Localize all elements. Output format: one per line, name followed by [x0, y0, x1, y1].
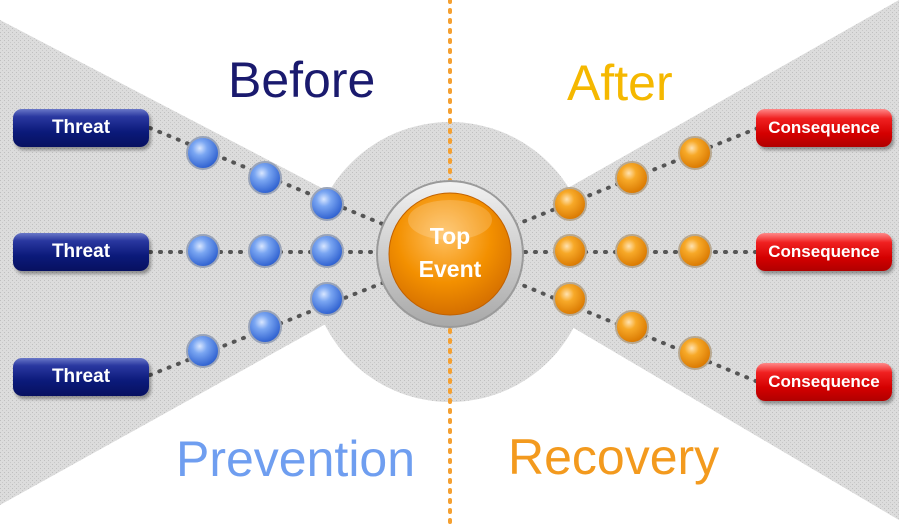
- prevention-barriers: [186, 136, 344, 368]
- threat-box-2: Threat: [13, 233, 149, 271]
- top-event-label-line1: Top: [429, 223, 471, 249]
- recovery-barriers: [553, 136, 712, 370]
- barrier-node: [248, 161, 282, 195]
- barrier-node: [310, 187, 344, 221]
- consequence-box-3: Consequence: [756, 363, 892, 401]
- barrier-node: [615, 234, 649, 268]
- recovery-heading: Recovery: [508, 429, 720, 485]
- after-heading: After: [567, 55, 673, 111]
- before-heading: Before: [228, 52, 376, 108]
- top-event-core: [388, 192, 512, 316]
- consequence-box-1: Consequence: [756, 109, 892, 147]
- barrier-node: [615, 310, 649, 344]
- barrier-node: [615, 161, 649, 195]
- barrier-node: [678, 336, 712, 370]
- barrier-node: [678, 136, 712, 170]
- barrier-node: [248, 234, 282, 268]
- top-event: [376, 180, 524, 328]
- barrier-node: [186, 136, 220, 170]
- barrier-node: [310, 282, 344, 316]
- barrier-node: [553, 282, 587, 316]
- threat-box-1: Threat: [13, 109, 149, 147]
- top-event-highlight: [408, 200, 492, 240]
- barrier-node: [186, 334, 220, 368]
- consequence-box-2: Consequence: [756, 233, 892, 271]
- barrier-node: [553, 187, 587, 221]
- barrier-node: [186, 234, 220, 268]
- barrier-node: [248, 310, 282, 344]
- barrier-node: [553, 234, 587, 268]
- barrier-node: [678, 234, 712, 268]
- prevention-heading: Prevention: [176, 431, 416, 487]
- barrier-node: [310, 234, 344, 268]
- top-event-label-line2: Event: [418, 256, 482, 282]
- threat-box-3: Threat: [13, 358, 149, 396]
